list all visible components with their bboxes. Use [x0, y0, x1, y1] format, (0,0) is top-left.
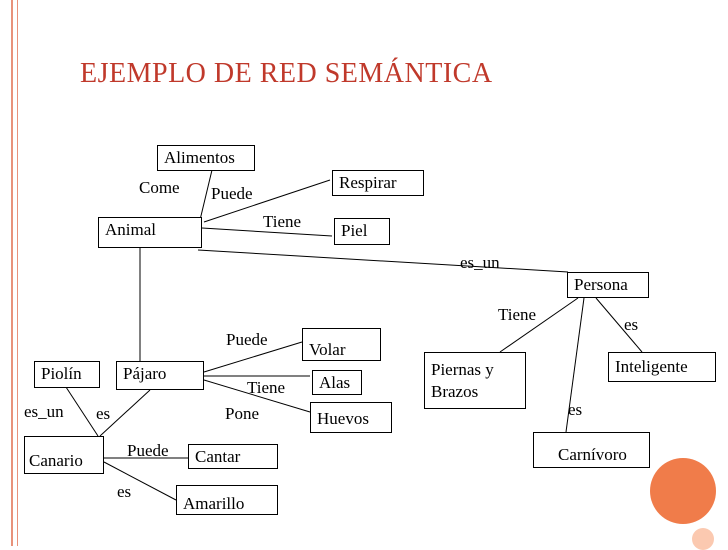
node-respirar: Respirar	[332, 170, 424, 196]
edge-persona-carnivoro	[565, 297, 585, 433]
label-es-amarillo: es	[117, 482, 132, 501]
node-piolin: Piolín	[34, 361, 100, 388]
node-canario: Canario	[24, 436, 104, 474]
node-huevos: Huevos	[310, 402, 392, 433]
edge-animal-piel	[201, 227, 333, 237]
node-persona: Persona	[567, 272, 649, 298]
label-come: Come	[139, 178, 180, 197]
piernas-line: Piernas y	[431, 360, 494, 379]
node-inteligente: Inteligente	[608, 352, 716, 382]
edge-animal-respirar	[203, 179, 331, 223]
node-pajaro: Pájaro	[116, 361, 204, 390]
node-animal: Animal	[98, 217, 202, 248]
label-puede-cantar: Puede	[127, 441, 169, 460]
edge-animal-persona	[197, 249, 569, 273]
brazos-line: Brazos	[431, 382, 479, 401]
decorative-rule	[11, 0, 13, 546]
edge-persona-piernas	[499, 297, 579, 353]
decorative-dot-small	[692, 528, 714, 550]
node-alas: Alas	[312, 370, 362, 395]
label-es-pajaro: es	[96, 404, 111, 423]
label-es-un-persona: es_un	[460, 253, 500, 272]
page-title: EJEMPLO DE RED SEMÁNTICA	[80, 58, 493, 89]
edge-canario-pajaro	[99, 389, 151, 437]
decorative-dot-large	[650, 458, 716, 524]
edge-pajaro-huevos	[203, 379, 311, 413]
edge-canario-amarillo	[103, 461, 177, 501]
node-cantar: Cantar	[188, 444, 278, 469]
label-es-un-piolin: es_un	[24, 402, 64, 421]
node-volar: Volar	[302, 328, 381, 361]
decorative-rule-thin	[17, 0, 18, 546]
edge-animal-alimentos	[199, 169, 213, 221]
node-alimentos: Alimentos	[157, 145, 255, 171]
label-tiene-alas: Tiene	[247, 378, 286, 397]
label-puede-volar: Puede	[226, 330, 268, 349]
label-tiene-piel: Tiene	[263, 212, 302, 231]
label-pone-huevos: Pone	[225, 404, 259, 423]
node-carnivoro: Carnívoro	[533, 432, 650, 468]
label-es-carnivoro: es	[568, 400, 583, 419]
edge-persona-inteligente	[595, 297, 643, 353]
edge-canario-piolin	[63, 383, 99, 437]
label-puede-respirar: Puede	[211, 184, 253, 203]
node-amarillo: Amarillo	[176, 485, 278, 515]
label-tiene-piernas: Tiene	[498, 305, 537, 324]
node-piel: Piel	[334, 218, 390, 245]
node-piernas-brazos: Piernas y Brazos	[424, 352, 526, 409]
edge-pajaro-volar	[203, 341, 303, 373]
label-es-inteligente: es	[624, 315, 639, 334]
